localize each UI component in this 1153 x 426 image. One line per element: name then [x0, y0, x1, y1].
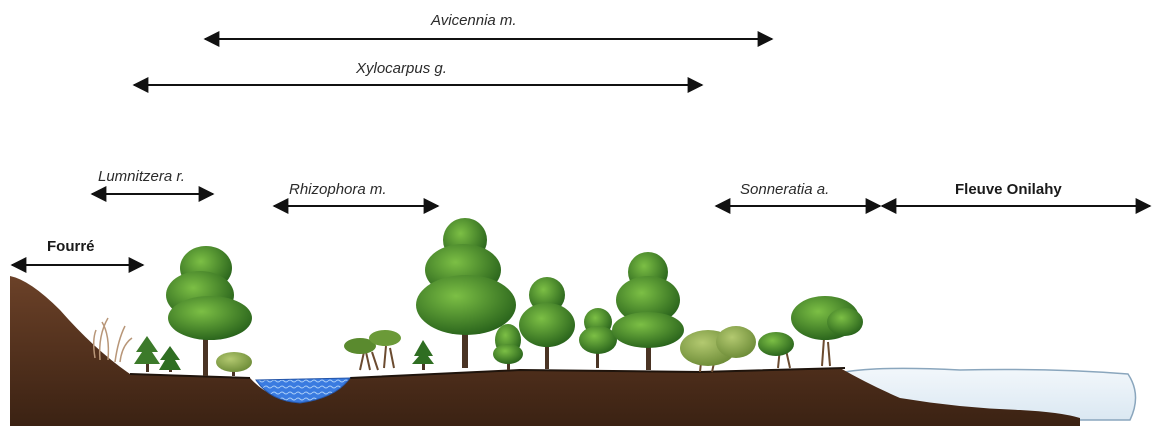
tree-rhizophora: [344, 330, 401, 370]
tree-sonneratia: [758, 296, 863, 368]
tree-medium: [612, 252, 684, 370]
vegetation: [94, 218, 863, 376]
tree-small: [579, 308, 617, 368]
tree-small: [493, 324, 523, 370]
label-avicennia: Avicennia m.: [431, 12, 517, 29]
small-conifer: [134, 336, 160, 372]
small-conifer: [159, 346, 181, 372]
shrub: [680, 326, 756, 372]
tree-medium: [519, 277, 575, 369]
label-fleuve-onilahy: Fleuve Onilahy: [955, 181, 1062, 198]
grass-tuft: [94, 318, 132, 362]
range-arrows: [12, 39, 1150, 265]
label-rhizophora: Rhizophora m.: [289, 181, 387, 198]
label-xylocarpus: Xylocarpus g.: [356, 60, 447, 77]
label-fourre: Fourré: [47, 238, 95, 255]
label-lumnitzera: Lumnitzera r.: [98, 168, 185, 185]
label-sonneratia: Sonneratia a.: [740, 181, 829, 198]
shrub: [216, 352, 252, 376]
small-conifer: [412, 340, 434, 370]
